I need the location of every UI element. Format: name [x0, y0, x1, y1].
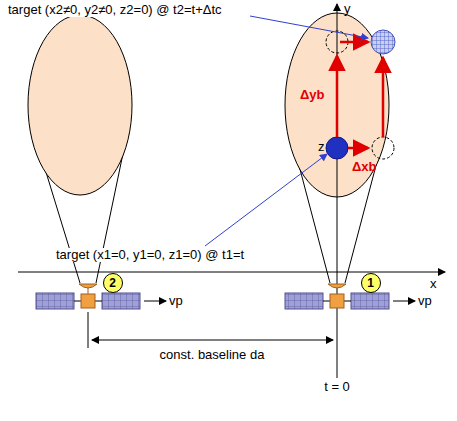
diagram-label: y	[344, 2, 351, 16]
diagram-label: target (x1=0, y1=0, z1=0) @ t1=t	[54, 248, 246, 262]
diagram-label: z	[318, 140, 325, 154]
diagram-label: vp	[169, 294, 183, 308]
callout-number: 1	[367, 276, 374, 290]
diagram-label: t = 0	[324, 380, 350, 394]
diagram-label: x	[430, 277, 437, 291]
callout-circle: 1	[361, 273, 381, 293]
diagram-label: Δxb	[352, 160, 377, 174]
callout-number: 2	[109, 276, 116, 290]
callout-circle: 2	[103, 273, 123, 293]
diagram-label: target (x2≠0, y2≠0, z2=0) @ t2=t+Δtc	[6, 3, 224, 17]
diagram-label: Δyb	[300, 88, 325, 102]
diagram-label: const. baseline da	[158, 348, 267, 362]
diagram-label: vp	[418, 294, 432, 308]
